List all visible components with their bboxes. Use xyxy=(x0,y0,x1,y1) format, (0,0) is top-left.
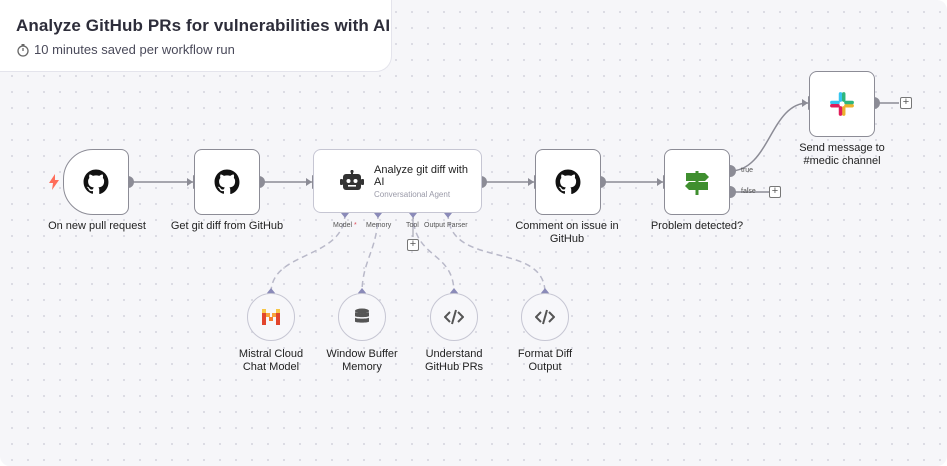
trigger-bolt-icon xyxy=(49,174,59,190)
port-label-tool: Tool xyxy=(406,222,419,229)
label-understand-github-prs: Understand GitHub PRs xyxy=(424,348,484,373)
agent-subtitle: Conversational Agent xyxy=(374,190,451,199)
add-false-branch-button[interactable]: + xyxy=(769,186,781,198)
label-mistral-chat-model: Mistral Cloud Chat Model xyxy=(238,348,304,373)
github-icon xyxy=(555,169,581,195)
signpost-icon xyxy=(685,171,709,195)
branch-label-false: false xyxy=(741,188,756,195)
port-required-mark: * xyxy=(354,222,357,229)
code-icon xyxy=(535,309,555,325)
mistral-icon xyxy=(262,309,280,325)
github-icon xyxy=(214,169,240,195)
port-label-memory: Memory xyxy=(366,222,392,229)
connection-if-true-to-slack xyxy=(729,102,809,172)
node-format-diff-output[interactable] xyxy=(521,293,569,341)
label-comment-on-issue: Comment on issue in GitHub xyxy=(515,220,619,245)
label-format-diff-output: Format Diff Output xyxy=(517,348,573,373)
port-label-model: Model * xyxy=(333,222,357,229)
connection-tool-dashed xyxy=(412,212,455,294)
connection-parser-dashed xyxy=(447,212,546,294)
node-understand-github-prs[interactable] xyxy=(430,293,478,341)
arrowhead xyxy=(187,178,193,186)
label-send-slack-message: Send message to #medic channel xyxy=(799,142,885,167)
time-saved: 10 minutes saved per workflow run xyxy=(16,42,235,57)
stopwatch-icon xyxy=(17,43,29,57)
code-icon xyxy=(444,309,464,325)
node-send-slack-message[interactable] xyxy=(809,71,875,137)
connection-memory-dashed xyxy=(361,212,379,294)
add-tool-button[interactable]: + xyxy=(407,239,419,251)
time-saved-text: 10 minutes saved per workflow run xyxy=(34,42,235,57)
label-get-git-diff: Get git diff from GitHub xyxy=(170,220,284,232)
node-get-git-diff[interactable] xyxy=(194,149,260,215)
node-comment-on-issue[interactable] xyxy=(535,149,601,215)
arrowhead xyxy=(306,178,312,186)
workflow-title: Analyze GitHub PRs for vulnerabilities w… xyxy=(16,16,391,35)
add-after-slack-button[interactable]: + xyxy=(900,97,912,109)
node-on-new-pull-request[interactable] xyxy=(63,149,129,215)
database-icon xyxy=(355,308,369,323)
label-window-buffer-memory: Window Buffer Memory xyxy=(326,348,398,373)
node-problem-detected[interactable] xyxy=(664,149,730,215)
agent-title: Analyze git diff with AI xyxy=(374,164,468,188)
connection-model-dashed xyxy=(270,212,346,294)
node-analyze-git-diff[interactable] xyxy=(313,149,482,213)
arrowhead xyxy=(528,178,534,186)
github-icon xyxy=(83,169,109,195)
port-label-output-parser: Output Parser xyxy=(424,222,468,229)
branch-label-true: true xyxy=(741,167,754,174)
label-problem-detected: Problem detected? xyxy=(650,220,744,232)
node-window-buffer-memory[interactable] xyxy=(338,293,386,341)
arrowhead xyxy=(802,99,808,107)
node-mistral-chat-model[interactable] xyxy=(247,293,295,341)
workflow-title-card: Analyze GitHub PRs for vulnerabilities w… xyxy=(0,0,392,72)
arrowhead xyxy=(657,178,663,186)
slack-icon xyxy=(830,92,854,116)
robot-icon xyxy=(340,170,364,190)
port-label-model-text: Model xyxy=(333,222,353,229)
label-on-new-pull-request: On new pull request xyxy=(48,220,146,232)
